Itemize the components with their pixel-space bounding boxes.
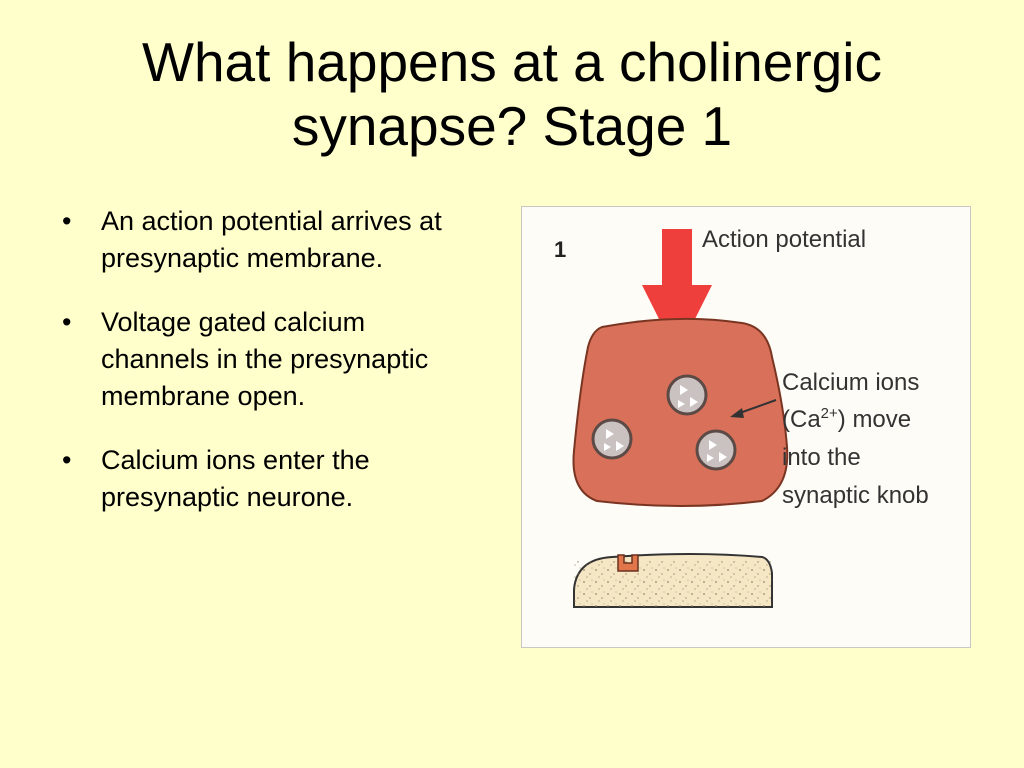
bullet-item: • Voltage gated calcium channels in the … <box>58 304 458 415</box>
bullet-dot: • <box>62 445 72 475</box>
bullet-text: Voltage gated calcium channels in the pr… <box>101 307 429 411</box>
bullet-item: • Calcium ions enter the presynaptic neu… <box>58 442 458 516</box>
callout-line-2: (Ca2+) move <box>782 405 911 433</box>
vesicle <box>591 418 633 460</box>
bullet-dot: • <box>62 307 72 337</box>
receptor-site <box>617 554 639 572</box>
step-number: 1 <box>554 237 566 262</box>
slide-title: What happens at a cholinergic synapse? S… <box>40 30 984 158</box>
vesicle <box>695 429 737 471</box>
bullet-text: An action potential arrives at presynapt… <box>101 206 442 273</box>
synapse-diagram: 1 Action potential <box>521 206 971 648</box>
bullet-list: • An action potential arrives at presyna… <box>58 203 458 543</box>
callout-superscript: 2+ <box>821 405 838 422</box>
callout-line-2-post: ) move <box>838 406 911 433</box>
bullet-text: Calcium ions enter the presynaptic neuro… <box>101 445 370 512</box>
callout-line-4: synaptic knob <box>782 482 929 509</box>
vesicle <box>666 374 708 416</box>
title-line-2: synapse? Stage 1 <box>291 95 733 157</box>
bullet-item: • An action potential arrives at presyna… <box>58 203 458 277</box>
callout-line-1: Calcium ions <box>782 369 919 396</box>
callout-line-3: into the <box>782 444 861 471</box>
title-line-1: What happens at a cholinergic <box>142 31 882 93</box>
arrow-label: Action potential <box>702 226 866 253</box>
synapse-diagram-svg: 1 Action potential <box>554 226 929 608</box>
bullet-dot: • <box>62 206 72 236</box>
callout-line-2-pre: (Ca <box>782 406 821 433</box>
callout-pointer <box>730 399 777 418</box>
